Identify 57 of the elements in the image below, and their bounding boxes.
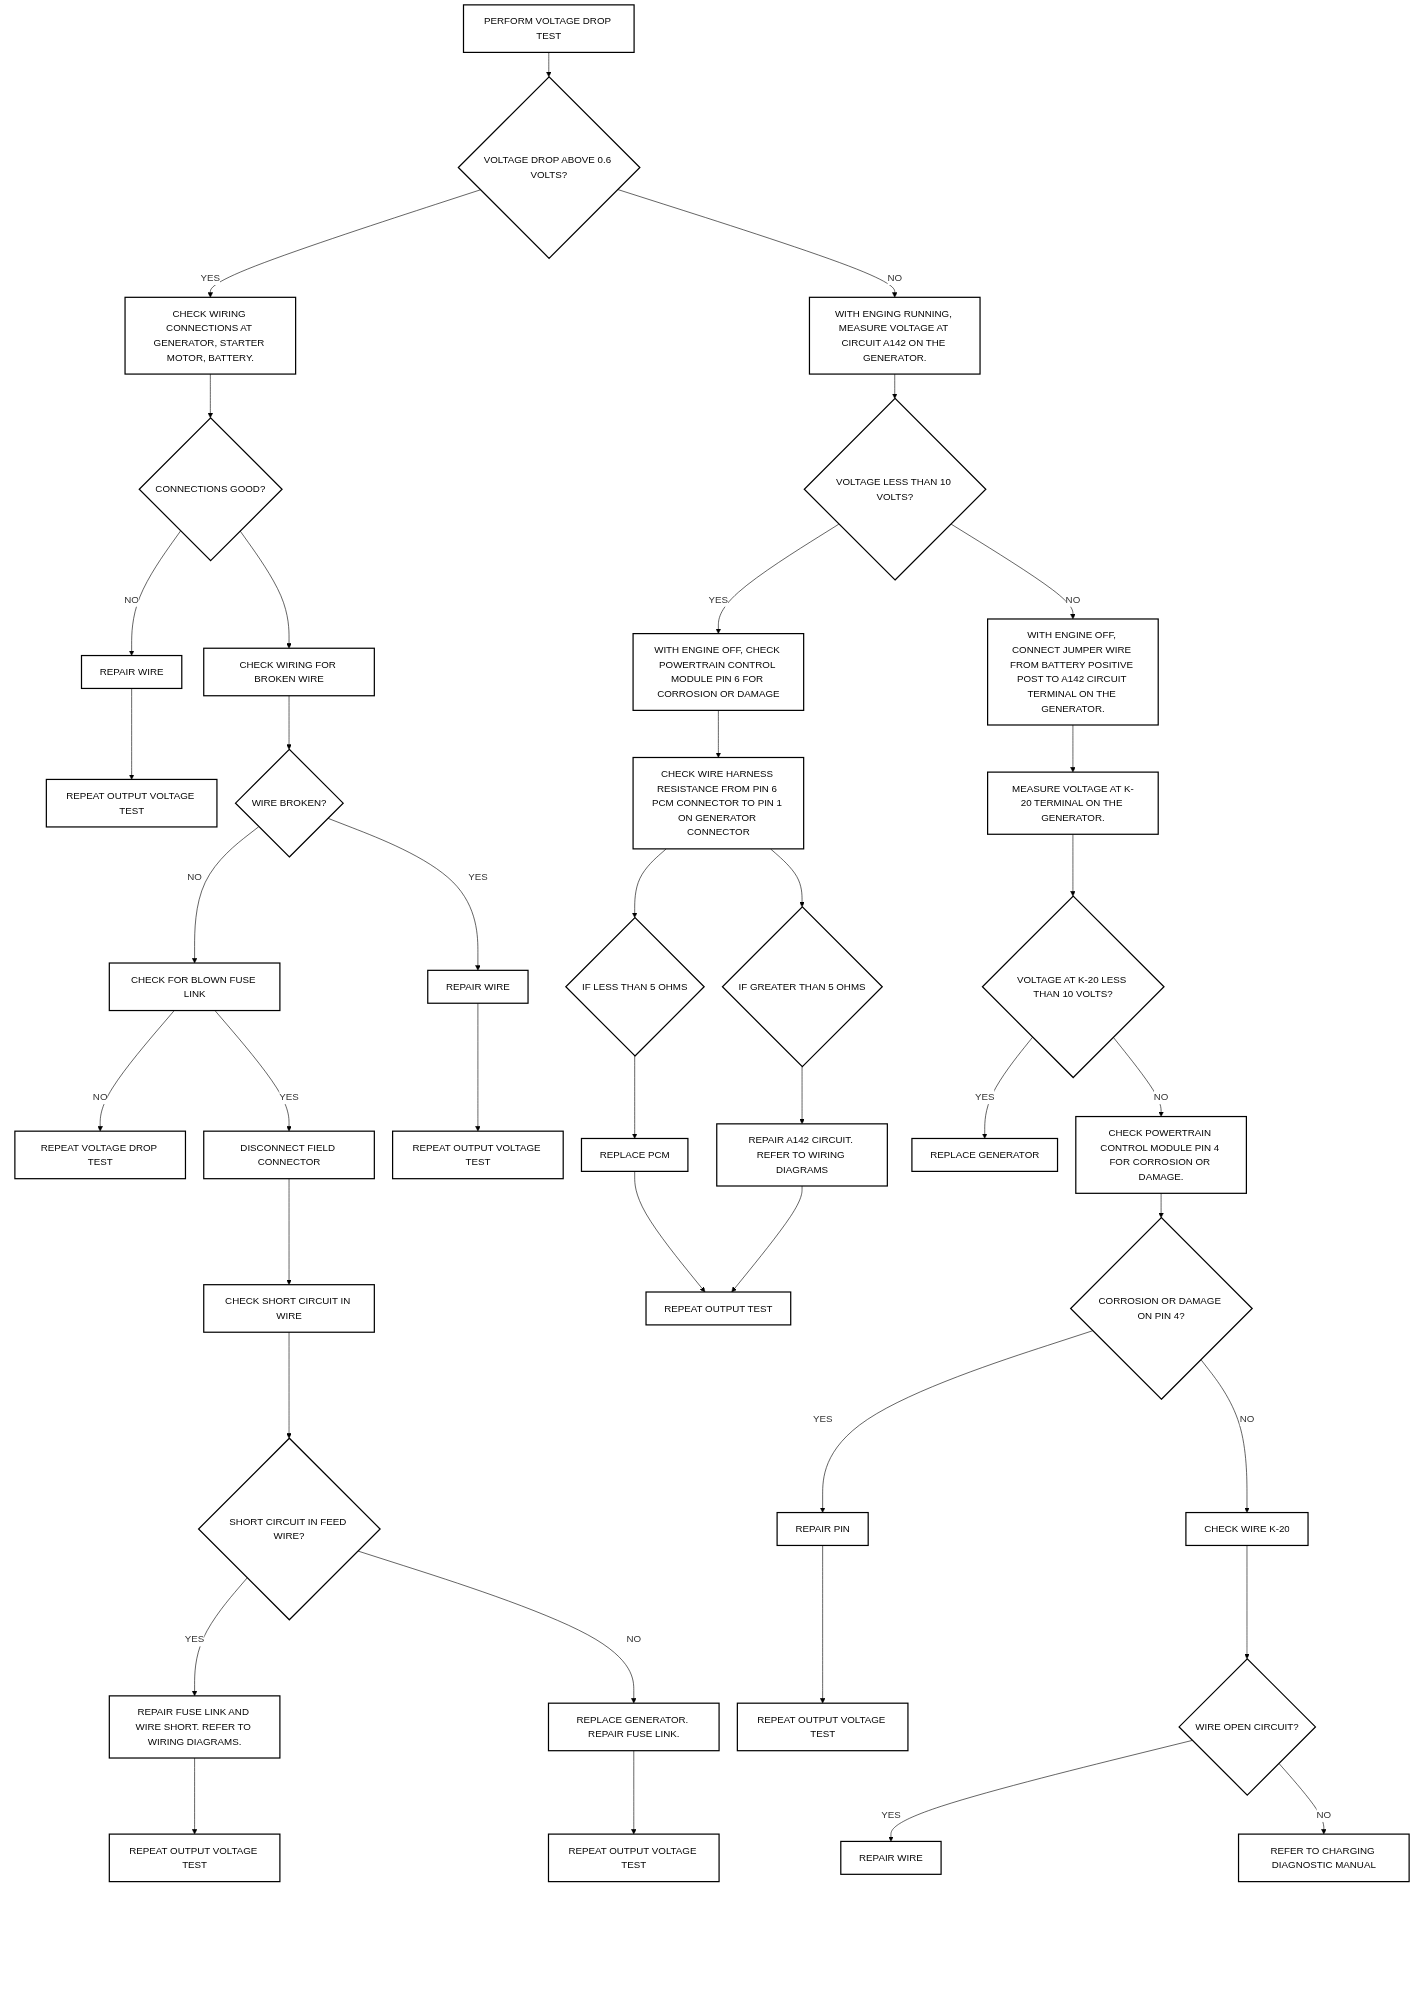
node-box: REPLACE GENERATOR xyxy=(911,1137,1059,1172)
node-diamond: VOLTAGE AT K-20 LESS THAN 10 VOLTS? xyxy=(981,895,1165,1079)
edge-label: YES xyxy=(468,871,488,882)
node-diamond: VOLTAGE DROP ABOVE 0.6 VOLTS? xyxy=(457,75,641,260)
node-box: DISCONNECT FIELD CONNECTOR xyxy=(203,1130,375,1180)
node-box: REPEAT OUTPUT VOLTAGE TEST xyxy=(736,1702,909,1752)
edge-label: YES xyxy=(200,272,221,283)
node-box: CHECK WIRING FOR BROKEN WIRE xyxy=(203,647,375,697)
edge-label: NO xyxy=(626,1633,642,1645)
node-box: PERFORM VOLTAGE DROP TEST xyxy=(462,4,635,53)
node-box: REPAIR PIN xyxy=(776,1511,869,1547)
node-box: REPEAT OUTPUT VOLTAGE TEST xyxy=(547,1833,720,1883)
edge-label: NO xyxy=(887,272,903,283)
edge-label: NO xyxy=(1239,1413,1255,1424)
edge-label: YES xyxy=(881,1809,901,1820)
node-diamond: CORROSION OR DAMAGE ON PIN 4? xyxy=(1069,1216,1254,1401)
edge-label: NO xyxy=(187,871,202,882)
edge-label: YES xyxy=(812,1413,833,1424)
node-box: REPEAT OUTPUT VOLTAGE TEST xyxy=(392,1130,564,1180)
node-diamond: IF GREATER THAN 5 OHMS xyxy=(721,906,884,1068)
node-box: REPEAT OUTPUT VOLTAGE TEST xyxy=(45,778,218,828)
node-box: REPEAT OUTPUT VOLTAGE TEST xyxy=(108,1833,281,1883)
node-box: REFER TO CHARGING DIAGNOSTIC MANUAL xyxy=(1237,1833,1410,1883)
node-box: MEASURE VOLTAGE AT K-20 TERMINAL ON THE GENERATOR. xyxy=(987,771,1159,835)
node-box: REPAIR A142 CIRCUIT. REFER TO WIRING DIAGRAMS xyxy=(716,1123,888,1187)
node-box: REPAIR WIRE xyxy=(80,654,183,690)
edge-label: NO xyxy=(92,1091,108,1102)
node-diamond: VOLTAGE LESS THAN 10 VOLTS? xyxy=(803,397,987,581)
node-box: REPEAT VOLTAGE DROP TEST xyxy=(14,1130,187,1180)
edge-label: NO xyxy=(124,594,139,605)
edge-label: YES xyxy=(708,594,729,605)
node-box: REPAIR WIRE xyxy=(840,1840,942,1875)
node-diamond: IF LESS THAN 5 OHMS xyxy=(564,916,706,1057)
node-diamond: WIRE OPEN CIRCUIT? xyxy=(1178,1657,1317,1796)
edge-label: YES xyxy=(279,1091,299,1102)
edge-label: NO xyxy=(1153,1091,1169,1102)
node-box: REPAIR WIRE xyxy=(427,969,529,1004)
edge-label: YES xyxy=(184,1633,205,1645)
node-box: REPEAT OUTPUT TEST xyxy=(645,1291,792,1326)
node-diamond: CONNECTIONS GOOD? xyxy=(138,416,283,562)
node-box: CHECK WIRE K-20 xyxy=(1185,1511,1309,1547)
node-diamond: WIRE BROKEN? xyxy=(234,748,345,858)
node-box: REPLACE PCM xyxy=(580,1137,689,1172)
edge-label: NO xyxy=(1065,594,1081,605)
node-diamond: SHORT CIRCUIT IN FEED WIRE? xyxy=(197,1437,381,1621)
node-box: WITH ENGING RUNNING, MEASURE VOLTAGE AT CIRCUIT A142 ON THE GENERATOR. xyxy=(808,296,981,375)
node-box: CHECK WIRING CONNECTIONS AT GENERATOR, STARTER MOTOR, BATTERY. xyxy=(124,296,297,375)
node-box: CHECK FOR BLOWN FUSE LINK xyxy=(108,962,281,1012)
node-box: CHECK SHORT CIRCUIT IN WIRE xyxy=(203,1284,375,1333)
node-box: WITH ENGINE OFF, CONNECT JUMPER WIRE FROM BATTERY POSITIVE POST TO A142 CIRCUIT TERMINAL ON THE GENERATOR. xyxy=(987,618,1159,726)
node-box: REPLACE GENERATOR. REPAIR FUSE LINK. xyxy=(547,1702,720,1752)
node-box: CHECK POWERTRAIN CONTROL MODULE PIN 4 FOR CORROSION OR DAMAGE. xyxy=(1075,1115,1247,1194)
node-box: REPAIR FUSE LINK AND WIRE SHORT. REFER TO WIRING DIAGRAMS. xyxy=(108,1695,281,1759)
edge-label: YES xyxy=(974,1091,995,1102)
edge-label: NO xyxy=(1316,1809,1332,1820)
node-box: CHECK WIRE HARNESS RESISTANCE FROM PIN 6 PCM CONNECTOR TO PIN 1 ON GENERATOR CONNECTOR xyxy=(632,756,805,850)
node-box: WITH ENGINE OFF, CHECK POWERTRAIN CONTROL MODULE PIN 6 FOR CORROSION OR DAMAGE xyxy=(632,633,805,711)
